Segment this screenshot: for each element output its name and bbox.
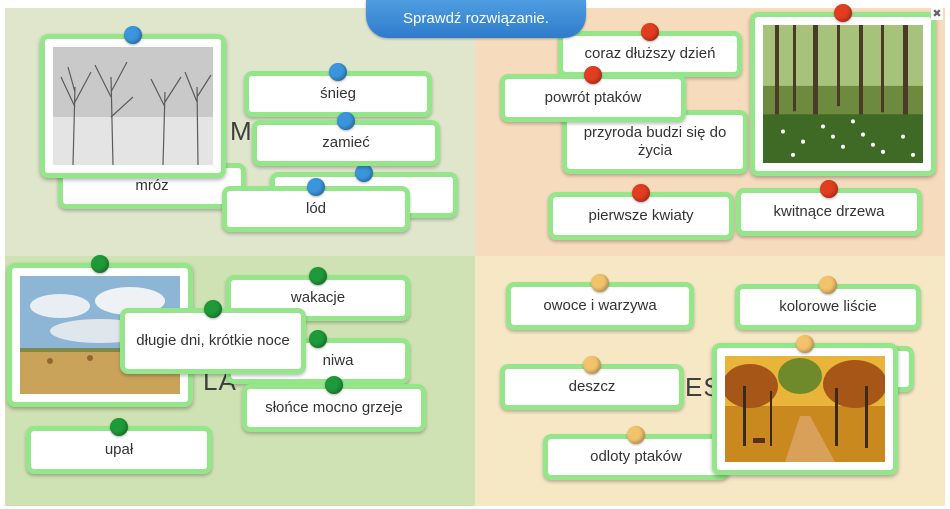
pin-icon <box>91 255 109 273</box>
card-label: coraz dłuższy dzień <box>584 45 716 62</box>
card-label: niwa <box>322 352 354 369</box>
card-label: odloty ptaków <box>590 448 682 465</box>
autumn-park-photo[interactable] <box>712 335 898 475</box>
pin-icon <box>641 23 659 41</box>
pin-icon <box>309 330 327 348</box>
pin-icon <box>834 4 852 22</box>
spring-forest-image <box>763 25 923 163</box>
check-solution-button[interactable]: Sprawdź rozwiązanie. <box>366 0 586 38</box>
autumn-park-image <box>725 356 885 462</box>
winter-trees-photo[interactable] <box>40 26 226 178</box>
pin-icon <box>337 112 355 130</box>
card-label: pierwsze kwiaty <box>588 207 694 224</box>
card-label: kolorowe liście <box>779 298 877 315</box>
card-spring-pierwsze-kwiaty[interactable]: pierwsze kwiaty <box>548 184 734 240</box>
pin-icon <box>355 164 373 182</box>
card-label: deszcz <box>568 378 616 395</box>
pin-icon <box>329 63 347 81</box>
card-summer-dlugie-dni[interactable]: długie dni, krótkie noce <box>120 300 306 374</box>
pin-icon <box>204 300 222 318</box>
card-label: lód <box>305 200 327 217</box>
pin-icon <box>583 356 601 374</box>
pin-icon <box>584 66 602 84</box>
pin-icon <box>325 376 343 394</box>
pin-icon <box>309 267 327 285</box>
pin-icon <box>627 426 645 444</box>
card-winter-snieg[interactable]: śnieg <box>244 63 432 117</box>
card-label: śnieg <box>320 85 356 102</box>
card-autumn-odloty[interactable]: odloty ptaków <box>543 426 729 480</box>
card-label: upał <box>104 441 134 458</box>
pin-icon <box>796 335 814 353</box>
pin-icon <box>124 26 142 44</box>
pin-icon <box>632 184 650 202</box>
card-winter-lod[interactable]: lód <box>222 178 410 232</box>
pin-icon <box>591 274 609 292</box>
card-label: zamieć <box>322 134 370 151</box>
card-label: długie dni, krótkie noce <box>136 332 290 349</box>
card-summer-slonce[interactable]: słońce mocno grzeje <box>242 376 426 432</box>
card-winter-zamiec[interactable]: zamieć <box>252 112 440 166</box>
card-label: powrót ptaków <box>544 89 642 106</box>
winter-trees-image <box>53 47 213 165</box>
winter-zone-label: M <box>230 116 253 146</box>
card-label: wakacje <box>290 289 346 306</box>
pin-icon <box>820 180 838 198</box>
spring-forest-photo[interactable] <box>750 4 936 176</box>
pin-icon <box>819 276 837 294</box>
card-spring-kwitnace-drzewa[interactable]: kwitnące drzewa <box>736 180 922 236</box>
card-label: owoce i warzywa <box>543 297 657 314</box>
card-autumn-owoce[interactable]: owoce i warzywa <box>506 274 694 330</box>
pin-icon <box>110 418 128 436</box>
card-label: przyroda budzi się do życia <box>583 124 727 159</box>
card-label: mróz <box>135 177 169 194</box>
close-icon[interactable]: ✖ <box>931 8 943 20</box>
card-label: słońce mocno grzeje <box>265 399 403 416</box>
pin-icon <box>307 178 325 196</box>
card-autumn-deszcz[interactable]: deszcz <box>500 356 684 410</box>
card-summer-upal[interactable]: upał <box>26 418 212 474</box>
card-spring-dluzszy-dzien[interactable]: coraz dłuższy dzień <box>558 23 742 77</box>
card-autumn-kolorowe-liscie[interactable]: kolorowe liście <box>735 276 921 330</box>
card-spring-powrot-ptakow[interactable]: powrót ptaków <box>500 66 686 122</box>
card-label: kwitnące drzewa <box>773 203 885 220</box>
